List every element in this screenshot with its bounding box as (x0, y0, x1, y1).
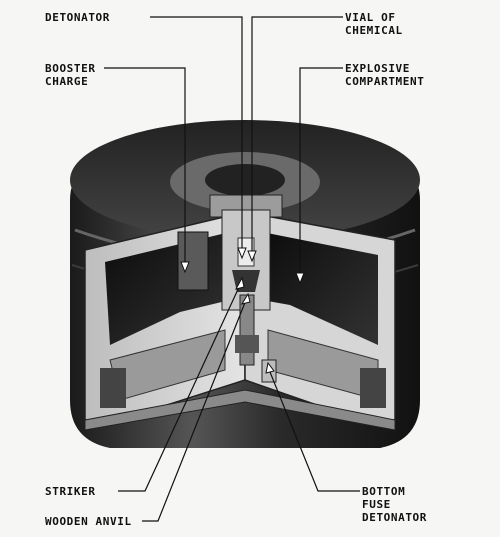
label-striker-text: STRIKER (45, 485, 96, 498)
label-bottom-fuse-detonator: BOTTOM FUSE DETONATOR (362, 485, 427, 524)
label-booster-charge: BOOSTER CHARGE (45, 62, 96, 88)
label-booster-line2: CHARGE (45, 75, 89, 88)
label-bottom-line3: DETONATOR (362, 511, 428, 524)
label-wooden-anvil: WOODEN ANVIL (45, 515, 132, 528)
leader-bottom (269, 371, 360, 492)
label-detonator: DETONATOR (45, 11, 110, 24)
leader-vial (251, 16, 343, 258)
label-explosive-line1: EXPLOSIVE (345, 62, 411, 75)
label-explosive-line2: COMPARTMENT (345, 75, 425, 88)
leader-striker (118, 284, 241, 492)
label-bottom-line2: FUSE (362, 498, 391, 511)
leader-booster (104, 67, 186, 268)
leader-anvil (142, 299, 247, 522)
label-detonator-text: DETONATOR (45, 11, 111, 24)
label-anvil-text: WOODEN ANVIL (45, 515, 132, 528)
arrowheads (180, 247, 305, 374)
label-vial-line1: VIAL OF (345, 11, 396, 24)
label-vial-line2: CHEMICAL (345, 24, 403, 37)
leader-detonator (150, 16, 243, 255)
leader-lines (104, 16, 360, 522)
leader-explosive (299, 67, 343, 280)
label-bottom-line1: BOTTOM (362, 485, 406, 498)
label-striker: STRIKER (45, 485, 96, 498)
label-explosive-compartment: EXPLOSIVE COMPARTMENT (345, 62, 424, 88)
cross-section (84, 211, 396, 431)
label-booster-line1: BOOSTER (45, 62, 96, 75)
label-vial-of-chemical: VIAL OF CHEMICAL (345, 11, 403, 37)
